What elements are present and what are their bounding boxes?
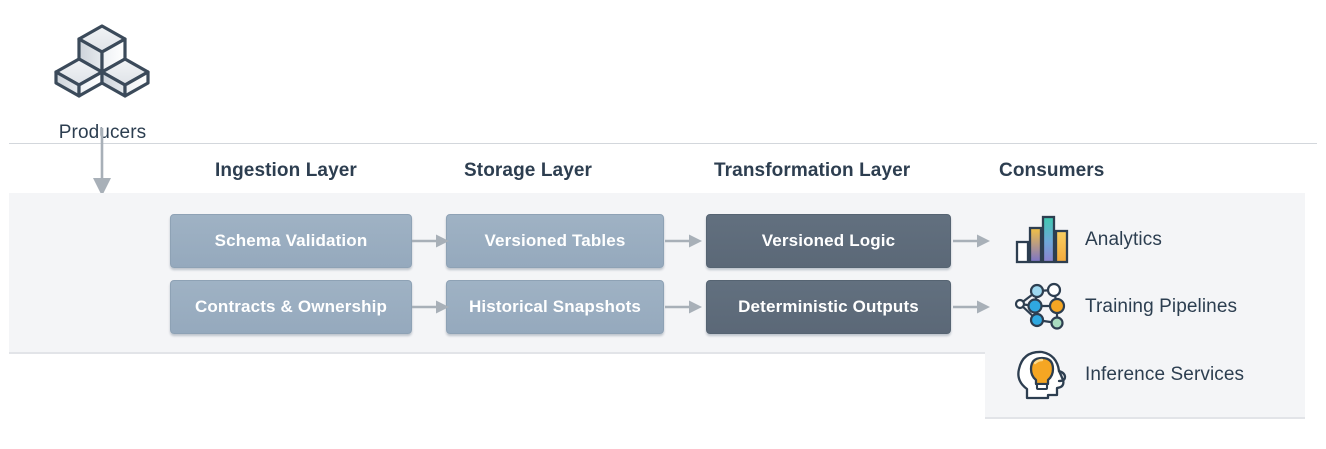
consumer-item-analytics[interactable]: Analytics: [1013, 212, 1162, 268]
neural-network-icon: [1013, 279, 1071, 335]
producers-group: Producers: [30, 22, 175, 143]
node-versioned-tables[interactable]: Versioned Tables: [446, 214, 664, 268]
consumers-panel-shadow: [985, 417, 1305, 419]
arrow-outputs-to-training-icon: [953, 298, 991, 316]
cubes-icon: [54, 22, 150, 100]
header-divider: [9, 143, 1317, 144]
pipeline-panel-shadow: [9, 352, 986, 354]
column-header-transformation: Transformation Layer: [714, 160, 911, 181]
arrow-contracts-to-snapshots-icon: [412, 298, 450, 316]
consumer-item-inference-services[interactable]: Inference Services: [1013, 347, 1244, 403]
arrow-schema-to-tables-icon: [412, 232, 450, 250]
arrow-tables-to-logic-icon: [665, 232, 703, 250]
column-header-ingestion: Ingestion Layer: [215, 160, 357, 181]
arrow-snapshots-to-outputs-icon: [665, 298, 703, 316]
consumer-label-inference-services: Inference Services: [1085, 364, 1245, 385]
node-deterministic-outputs[interactable]: Deterministic Outputs: [706, 280, 951, 334]
node-historical-snapshots[interactable]: Historical Snapshots: [446, 280, 664, 334]
node-contracts-ownership[interactable]: Contracts & Ownership: [170, 280, 412, 334]
consumer-label-analytics: Analytics: [1085, 229, 1162, 250]
consumer-item-training-pipelines[interactable]: Training Pipelines: [1013, 279, 1237, 335]
column-header-storage: Storage Layer: [464, 160, 593, 181]
node-schema-validation[interactable]: Schema Validation: [170, 214, 412, 268]
node-versioned-logic[interactable]: Versioned Logic: [706, 214, 951, 268]
bar-chart-icon: [1013, 212, 1071, 268]
arrow-logic-to-analytics-icon: [953, 232, 991, 250]
consumer-label-training-pipelines: Training Pipelines: [1085, 296, 1238, 317]
producers-to-ingestion-arrow: [88, 128, 116, 198]
head-lightbulb-icon: [1013, 347, 1071, 403]
column-header-consumers: Consumers: [999, 160, 1105, 181]
